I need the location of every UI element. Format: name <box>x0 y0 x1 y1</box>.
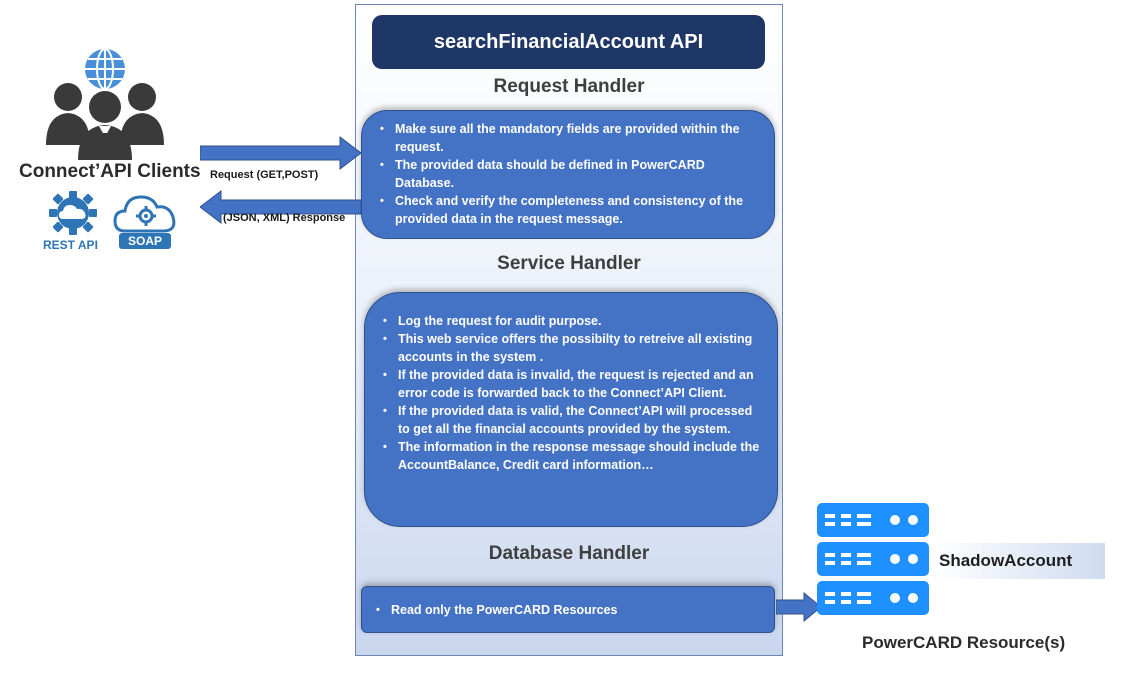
users-globe-icon <box>46 48 164 160</box>
database-handler-item: Read only the PowerCARD Resources <box>372 601 764 619</box>
request-arrow <box>200 136 362 170</box>
service-handler-box: Log the request for audit purpose. This … <box>364 292 778 527</box>
clients-label: Connect’API Clients <box>19 161 201 182</box>
resources-label: PowerCARD Resource(s) <box>862 633 1066 652</box>
soap-label: SOAP <box>119 233 171 249</box>
response-label: (JSON, XML) Response <box>223 212 346 224</box>
rest-api-gear-icon <box>49 191 97 235</box>
server-stack-icon <box>817 503 929 615</box>
api-title: searchFinancialAccount API <box>372 15 765 69</box>
request-handler-item: Make sure all the mandatory fields are p… <box>376 120 760 156</box>
service-handler-item: If the provided data is invalid, the req… <box>379 366 765 402</box>
service-handler-item: If the provided data is valid, the Conne… <box>379 402 765 438</box>
soap-cloud-icon <box>113 195 176 233</box>
request-handler-item: Check and verify the completeness and co… <box>376 192 760 228</box>
service-handler-item: Log the request for audit purpose. <box>379 312 765 330</box>
request-handler-item: The provided data should be defined in P… <box>376 156 760 192</box>
service-handler-item: This web service offers the possibilty t… <box>379 330 765 366</box>
database-arrow <box>776 592 822 622</box>
shadow-account-label: ShadowAccount <box>931 543 1105 579</box>
database-handler-title: Database Handler <box>488 543 650 564</box>
service-handler-title: Service Handler <box>497 253 641 274</box>
request-handler-box: Make sure all the mandatory fields are p… <box>361 110 775 239</box>
request-label: Request (GET,POST) <box>210 169 319 181</box>
request-handler-title: Request Handler <box>493 76 645 97</box>
rest-api-label: REST API <box>43 238 98 252</box>
service-handler-item: The information in the response message … <box>379 438 765 474</box>
response-arrow <box>200 190 362 224</box>
database-handler-box: Read only the PowerCARD Resources <box>361 586 775 633</box>
